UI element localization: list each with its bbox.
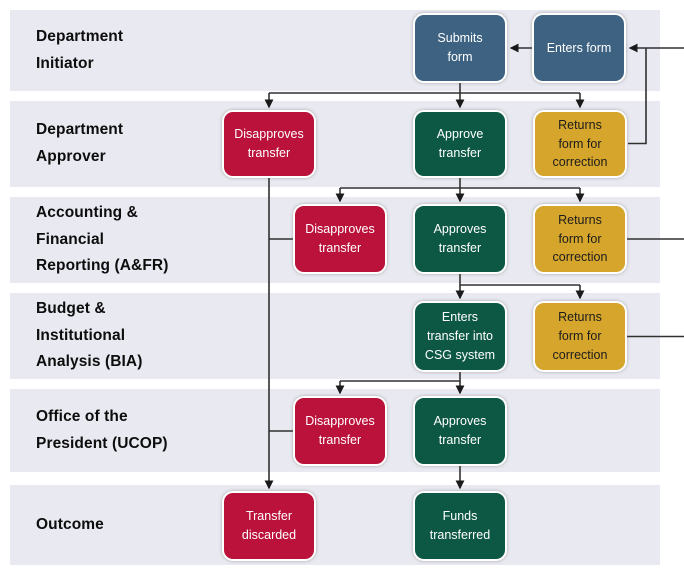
lane-label-accounting-financial-reporting: Accounting & Financial Reporting (A&FR) (36, 204, 169, 275)
node-funds-transferred: Funds transferred (413, 491, 507, 561)
lane-label-office-of-the-president: Office of the President (UCOP) (36, 407, 168, 452)
node-ucop-approves: Approves transfer (413, 396, 507, 466)
node-dept-returns: Returns form for correction (533, 110, 627, 178)
node-enters-form: Enters form (532, 13, 626, 83)
lane-label-outcome: Outcome (36, 515, 104, 533)
node-dept-disapproves: Disapproves transfer (222, 110, 316, 178)
lane-label-budget-institutional-analysis: Budget & Institutional Analysis (BIA) (36, 300, 143, 371)
node-afr-approves: Approves transfer (413, 204, 507, 274)
node-submits-form: Submits form (413, 13, 507, 83)
lane-label-department-initiator: Department Initiator (36, 27, 124, 72)
node-ucop-disapproves: Disapproves transfer (293, 396, 387, 466)
swimlane-outcome: Outcome (10, 485, 660, 565)
node-afr-disapproves: Disapproves transfer (293, 204, 387, 274)
node-bia-enters-csg: Enters transfer into CSG system (413, 301, 507, 372)
node-dept-approve: Approve transfer (413, 110, 507, 178)
lane-label-department-approver: Department Approver (36, 121, 124, 165)
node-bia-returns: Returns form for correction (533, 301, 627, 372)
node-afr-returns: Returns form for correction (533, 204, 627, 274)
node-transfer-discarded: Transfer discarded (222, 491, 316, 561)
